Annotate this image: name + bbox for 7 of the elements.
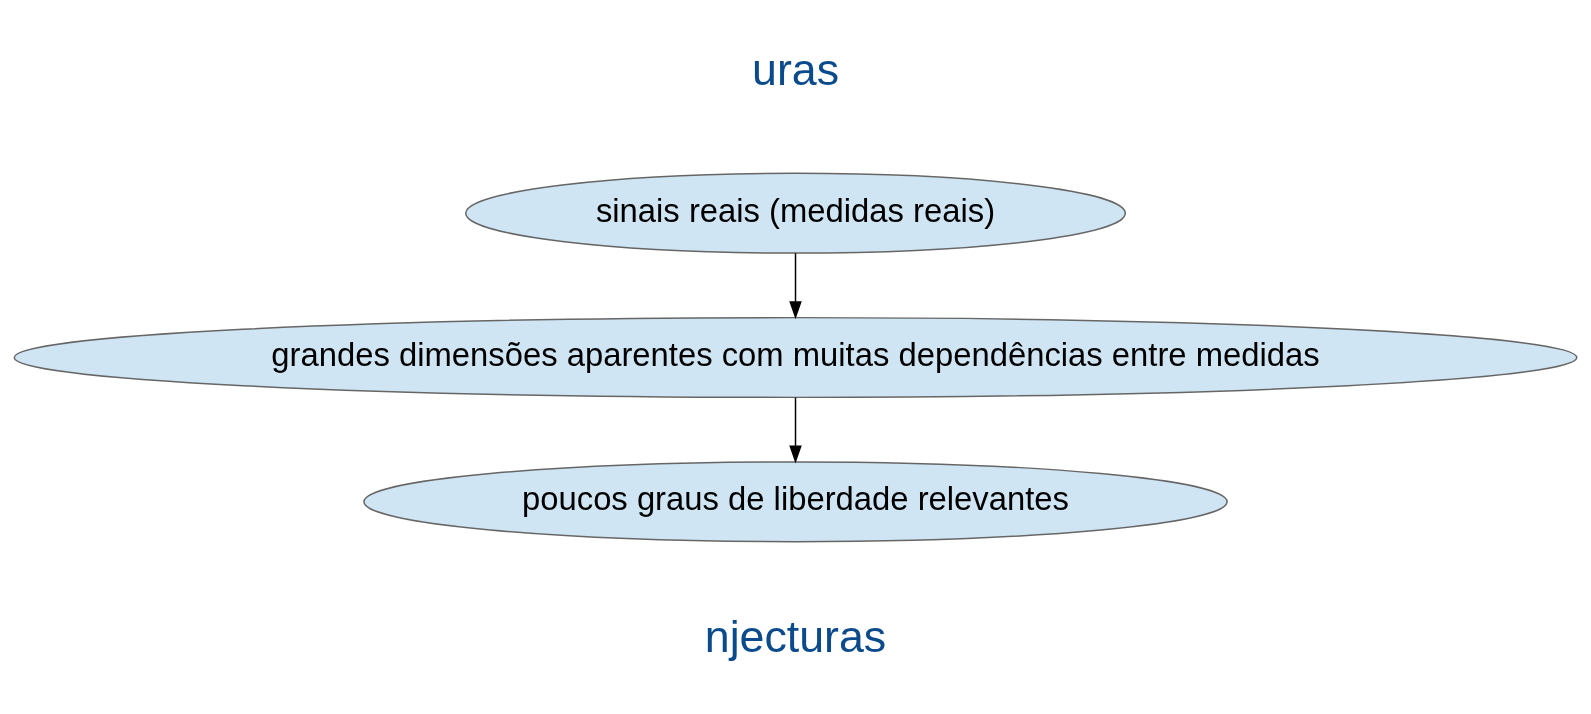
node-ellipse: sinais reais (medidas reais) <box>465 172 1127 254</box>
label: njecturas <box>704 611 887 661</box>
arrow <box>789 252 802 319</box>
label: uras <box>752 44 840 94</box>
node-ellipse: poucos graus de liberdade relevantes <box>363 460 1228 542</box>
node-ellipse: grandes dimensões aparentes com muitas dependências entre medidas <box>13 316 1578 398</box>
arrow <box>789 396 802 463</box>
